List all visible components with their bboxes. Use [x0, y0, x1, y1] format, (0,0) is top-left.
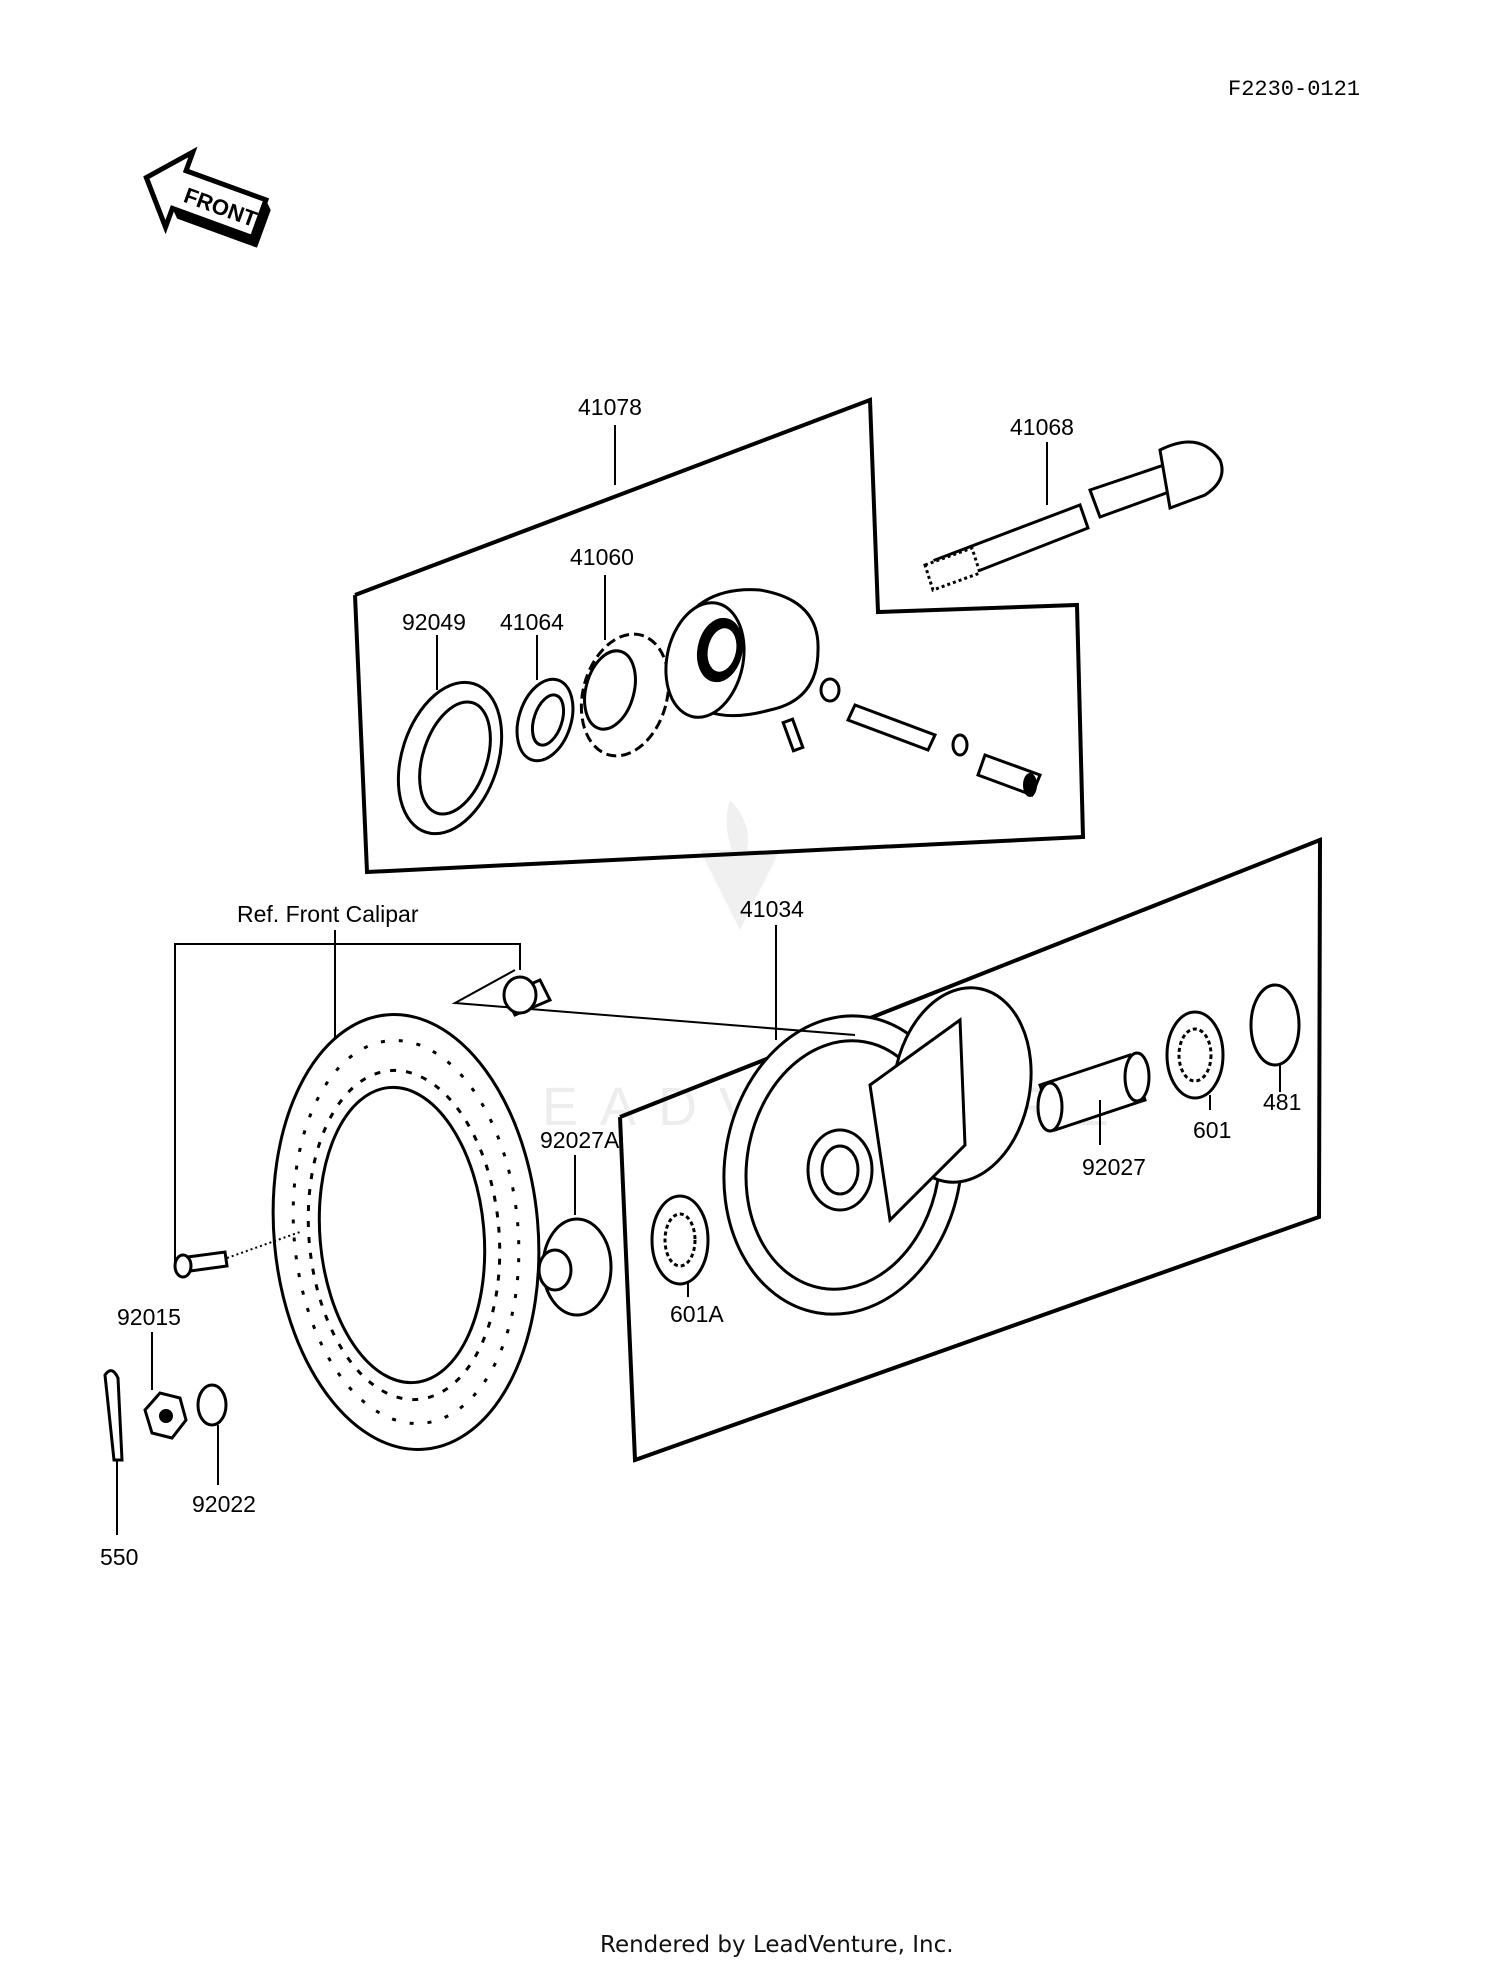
label-41034: 41034 — [740, 896, 804, 922]
label-41078: 41078 — [578, 394, 642, 420]
label-41060: 41060 — [570, 544, 634, 570]
part-meter-pinion — [781, 677, 1042, 797]
label-601: 601 — [1193, 1117, 1231, 1143]
part-meter-gear-housing — [664, 588, 820, 719]
part-550-cotter-pin: 550 — [100, 1369, 138, 1570]
label-ref-front-caliper: Ref. Front Calipar — [237, 901, 419, 927]
watermark-logo-icon — [700, 800, 780, 930]
label-601A: 601A — [670, 1301, 724, 1327]
label-92015: 92015 — [117, 1304, 181, 1330]
assembly-41034-box: 41034 — [618, 837, 1323, 1463]
label-92049: 92049 — [402, 609, 466, 635]
part-92015-nut: 92015 — [117, 1304, 188, 1440]
reference-front-caliper: Ref. Front Calipar — [174, 901, 856, 1265]
label-550: 550 — [100, 1544, 138, 1570]
label-92027A: 92027A — [540, 1127, 620, 1153]
label-92027: 92027 — [1082, 1154, 1146, 1180]
part-41068-axle: 41068 — [923, 414, 1224, 592]
part-601-bearing: 601 — [1165, 1010, 1231, 1143]
part-92049-oil-seal: 92049 — [396, 609, 504, 836]
part-481-circlip: 481 — [1249, 983, 1301, 1115]
figure-code: F2230-0121 — [1228, 77, 1360, 102]
part-92027A-collar: 92027A — [537, 1127, 620, 1317]
assembly-41078-box: 41078 — [353, 394, 1086, 875]
part-brake-disc — [271, 1013, 541, 1451]
part-92027-spacer: 92027 — [1036, 1051, 1151, 1180]
part-601A-bearing: 601A — [650, 1194, 724, 1327]
part-41060-gear: 41060 — [570, 544, 671, 758]
part-92022-washer: 92022 — [192, 1383, 256, 1517]
footer-credit: Rendered by LeadVenture, Inc. — [600, 1932, 954, 1958]
label-481: 481 — [1263, 1089, 1301, 1115]
label-41064: 41064 — [500, 609, 564, 635]
part-disc-bolt — [173, 1231, 301, 1279]
part-41064-plate: 41064 — [500, 609, 575, 763]
part-hub — [722, 986, 1033, 1316]
label-92022: 92022 — [192, 1491, 256, 1517]
front-arrow-icon: FRONT — [143, 146, 271, 248]
label-41068: 41068 — [1010, 414, 1074, 440]
